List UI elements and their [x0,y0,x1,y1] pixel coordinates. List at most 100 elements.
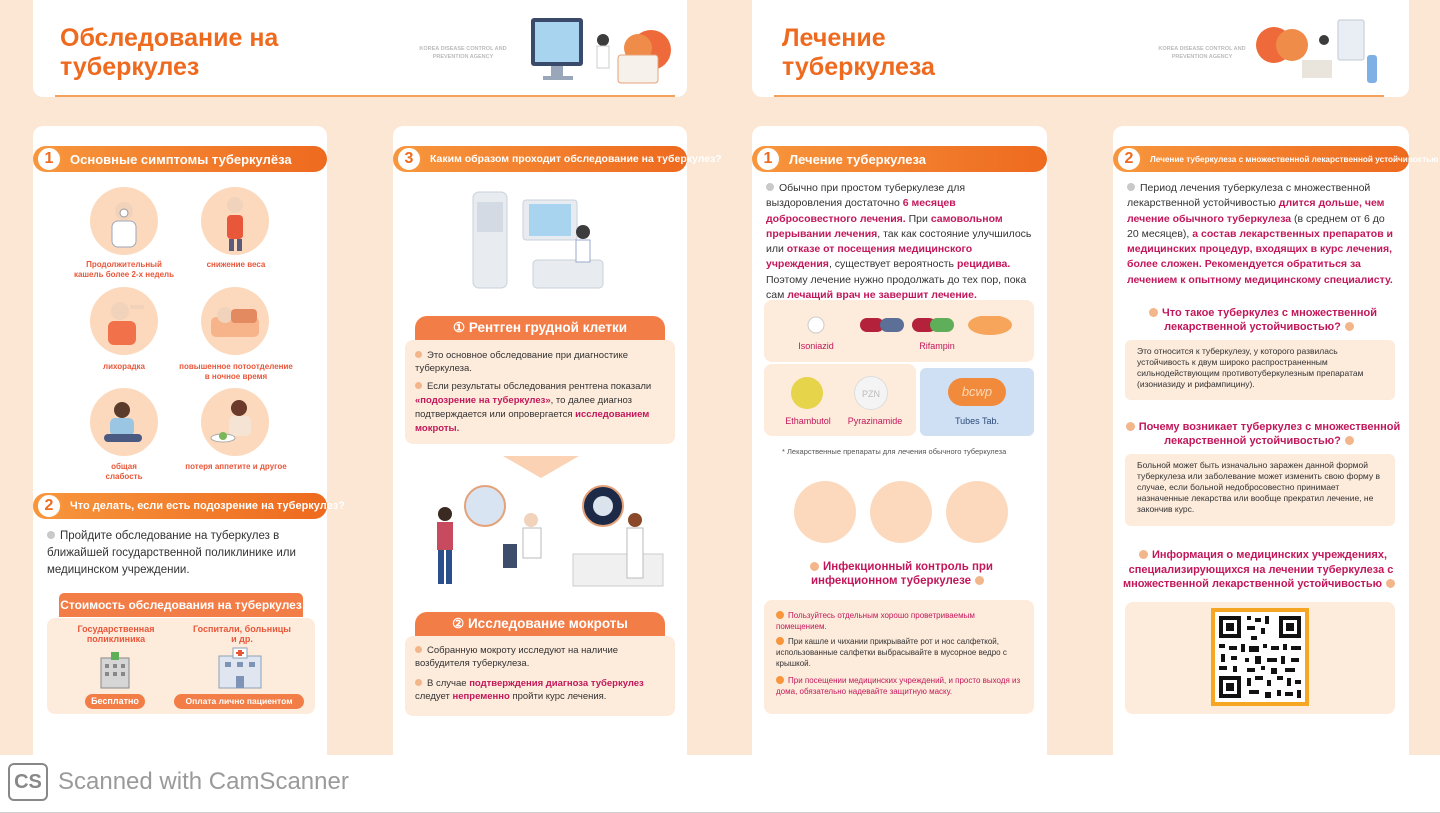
camscanner-logo-icon: CS [8,763,48,801]
camscanner-text: Scanned with CamScanner [58,768,349,795]
sputum-bullet-2: В случае подтверждения диагноза туберкул… [415,678,644,702]
camscanner-footer: CS Scanned with CamScanner [0,755,1440,813]
sputum-box [405,636,675,716]
down-arrow-icon [503,456,579,478]
isoniazid-pill-icon [807,316,825,334]
section-mdr-header: 2 Лечение туберкулеза с множественной ле… [1113,146,1438,172]
bullet-dot [1138,550,1148,559]
sputum-bullet-1: Собранную мокроту исследуют на наличие в… [415,645,619,669]
bullet-dot [810,562,819,571]
sputum-title: ② Исследование мокроты [415,612,665,636]
cost-col2-heading: Госпитали, больницы и др. [193,624,291,644]
section-number: 3 [396,146,422,172]
treatment-panel: 1 Лечение туберкулеза Обычно при простом… [752,126,1047,755]
bullet-dot [1125,422,1135,431]
window-ventilation-icon [794,481,856,543]
mask-person-icon [946,481,1008,543]
infection-box [764,600,1034,714]
symptom-label-night-sweat: повышенное потоотделение в ночное время [179,362,293,381]
bullet-number-3 [776,676,784,684]
bullet-dot [415,382,422,389]
tubes-tab-pill-icon: bcwp [948,378,1006,406]
qr-code-icon[interactable] [1211,608,1309,706]
xray-box [405,340,675,444]
question-3: Информация о медицинских учреждениях, сп… [1122,549,1396,590]
bullet-dot [415,351,422,358]
right-agency-logo: KOREA DISEASE CONTROL AND PREVENTION AGE… [1158,46,1246,60]
treatment-text: Обычно при простом туберкулезе для выздо… [766,182,1032,302]
left-header-card: Обследование на туберкулез KOREA DISEASE… [33,0,687,97]
hospital-building-icon [218,647,262,689]
ethambutol-label: Ethambutol [785,416,831,426]
section-title: Основные симптомы туберкулёза [70,151,292,167]
weakness-icon [90,388,158,456]
advice-text: Пройдите обследование на туберкулез в бл… [47,530,296,576]
section-number: 2 [36,493,62,519]
bullet-dot [47,531,55,539]
clinic-building-icon [100,652,130,689]
lungs-pills-illustration [1256,19,1377,83]
night-sweat-icon [201,287,269,355]
bullet-number-1 [776,611,784,619]
left-header-rule [55,95,675,97]
bullet-dot [1386,579,1396,588]
section-number: 1 [755,146,781,172]
section-number: 1 [36,146,62,172]
isoniazid-label: Isoniazid [798,341,834,351]
left-agency-logo: KOREA DISEASE CONTROL AND PREVENTION AGE… [419,46,507,60]
appetite-loss-icon [201,388,269,456]
section-title: Что делать, если есть подозрение на тубе… [70,500,345,512]
pyrazinamide-label: Pyrazinamide [847,416,903,426]
section-title: Лечение туберкулеза [789,151,927,167]
xray-title: ① Рентген грудной клетки [415,316,665,340]
answer-2: Больной может быть изначально заражен да… [1125,454,1395,526]
mdr-treatment-panel: 2 Лечение туберкулеза с множественной ле… [1113,126,1438,755]
section-title: Каким образом проходит обследование на т… [430,153,722,165]
section-number: 2 [1116,146,1142,172]
paid-badge: Оплата лично пациентом [174,694,304,709]
question-2: Почему возникает туберкулез с множествен… [1121,420,1401,448]
section-symptoms-header: 1 Основные симптомы туберкулёза [33,146,327,172]
right-title: Лечение туберкулеза [782,24,935,81]
bullet-number-2 [776,637,784,645]
symptom-label-fever: лихорадка [102,362,145,371]
infection-bullet-2: При кашле и чихании прикрывайте рот и но… [776,637,1007,668]
symptom-label-cough: Продолжительный кашель более 2-х недель [73,260,175,279]
symptom-label-weakness: общая слабость [105,462,143,481]
bullet-dot [1344,322,1354,331]
coughing-person-icon [90,187,158,255]
bullet-dot [1148,308,1158,317]
bullet-dot [1127,183,1135,191]
tubes-tab-label: Tubes Tab. [954,416,1000,426]
xray-bullet-1: Это основное обследование при диагностик… [415,350,629,374]
section-suspicion-header: 2 Что делать, если есть подозрение на ту… [33,493,345,519]
xray-machine-illustration [472,191,604,289]
xray-bullet-2: Если результаты обследования рентгена по… [415,381,652,434]
right-header-rule [774,95,1384,97]
section-title: Лечение туберкулеза с множественной лека… [1150,154,1439,164]
symptoms-panel: 1 Основные симптомы туберкулёза Продолжи… [33,126,345,755]
bullet-dot [766,183,774,191]
examination-panel: 3 Каким образом проходит обследование на… [393,126,722,755]
doctor-monitor-illustration [531,18,671,84]
section-exam-header: 3 Каким образом проходит обследование на… [393,146,722,172]
drug-note: * Лекарственные препараты для лечения об… [782,447,1007,456]
cost-title: Стоимость обследования на туберкулез [59,593,303,617]
cost-col1-heading: Государственная поликлиника [77,624,155,644]
answer-1: Это относится к туберкулезу, у которого … [1125,340,1395,400]
bullet-dot [415,679,422,686]
left-title: Обследование на туберкулез [60,24,279,81]
section-treatment-header: 1 Лечение туберкулеза [752,146,1047,172]
free-badge: Бесплатно [85,694,145,709]
weight-loss-icon [201,187,269,255]
pyrazinamide-pill-icon: PZN [854,376,888,410]
infection-bullet-3: При посещении медицинских учреждений, и … [776,676,1021,696]
sputum-lab-illustration [437,485,664,587]
bullet-dot [1344,436,1354,445]
drugs-box-bottom [764,364,916,436]
bullet-dot [975,576,985,585]
symptom-label-appetite: потеря аппетите и другое [185,462,287,471]
rifampin-capsule-icon [860,316,1012,335]
rifampin-label: Rifampin [919,341,955,351]
infection-control-title: Инфекционный контроль при инфекционном т… [810,561,993,587]
